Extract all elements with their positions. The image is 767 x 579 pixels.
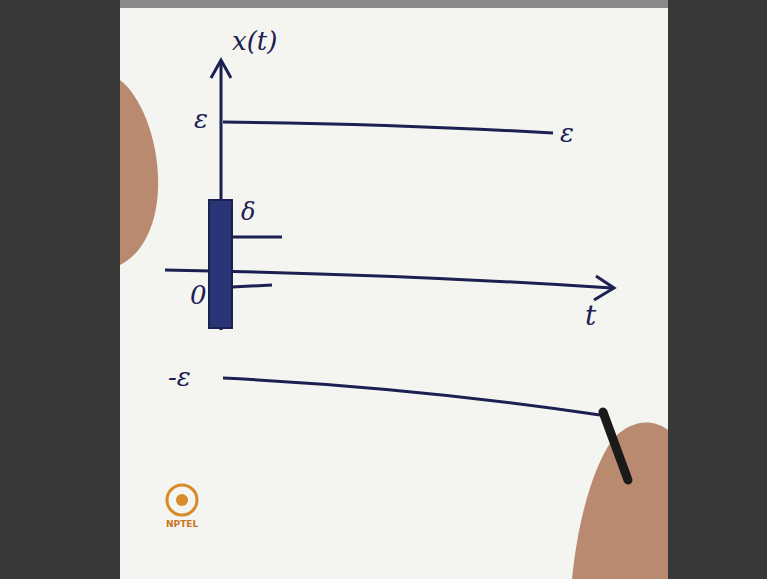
hand <box>120 80 158 265</box>
arrow-head <box>594 276 614 300</box>
paper-edge <box>120 0 668 8</box>
tick-line <box>232 285 272 287</box>
logo <box>176 494 188 506</box>
marker <box>603 412 628 480</box>
lower-bound-line <box>223 378 600 415</box>
axis-label: ε <box>560 120 574 146</box>
axis-label: x(t) <box>232 28 277 54</box>
delta-band <box>209 200 232 328</box>
logo <box>167 485 197 515</box>
axis-label: 0 <box>190 282 207 308</box>
axis-label: δ <box>241 200 255 224</box>
axis-label: ε <box>194 106 208 132</box>
watermark: NPTEL <box>166 520 198 529</box>
paper <box>120 6 668 579</box>
axis-label: t <box>585 302 596 330</box>
axis-label: -ε <box>168 364 191 390</box>
tick-line <box>232 236 282 239</box>
upper-bound-line <box>223 122 553 133</box>
arrow-head <box>211 60 231 78</box>
